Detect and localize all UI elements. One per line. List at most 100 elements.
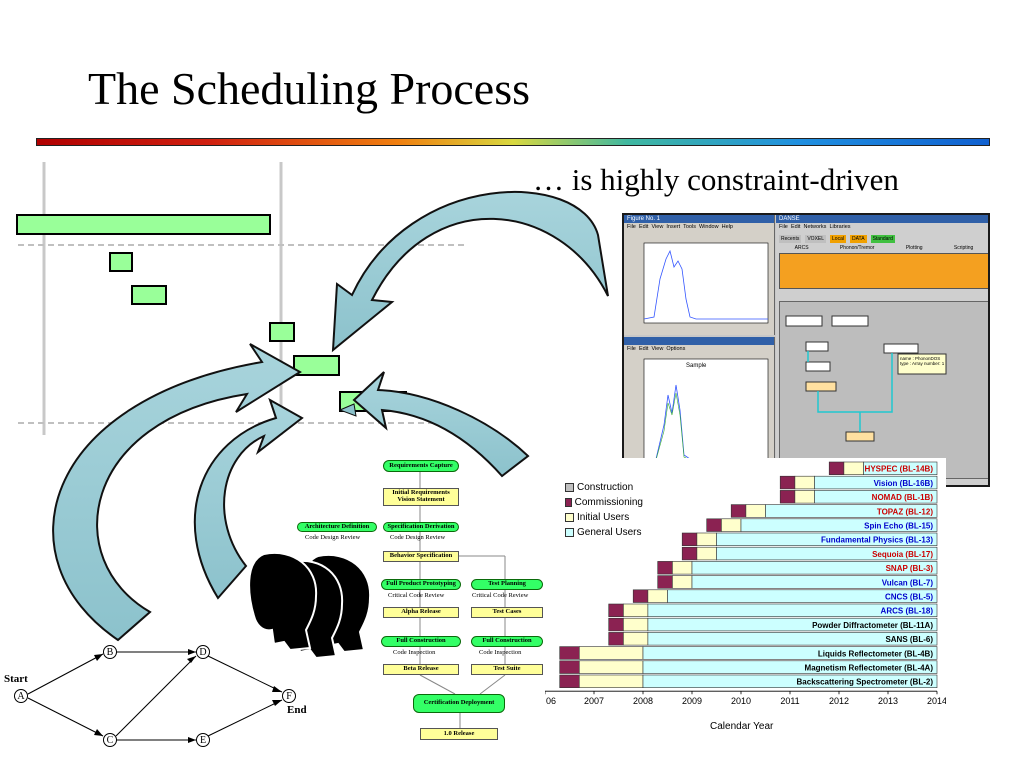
- bar-initial: [843, 461, 864, 475]
- bar-general: [691, 575, 938, 589]
- row-label: Sequoia (BL-17): [872, 550, 933, 559]
- legend-item-initial-users: Initial Users: [565, 512, 643, 523]
- tab-local[interactable]: Local: [830, 235, 846, 243]
- fc-certification-deployment: Certification Deployment: [413, 694, 505, 713]
- fc-alpha-release: Alpha Release: [383, 607, 459, 618]
- task-bar-2: [109, 252, 133, 272]
- x-tick-label: 2013: [878, 696, 898, 706]
- x-tick-label: 2010: [731, 696, 751, 706]
- figure-plot: [643, 242, 769, 324]
- task-bar-3: [131, 285, 167, 305]
- task-bar-5: [293, 355, 340, 376]
- tab-recents[interactable]: Recents: [779, 235, 802, 243]
- x-tick-label: 06: [546, 696, 556, 706]
- bar-commissioning: [608, 603, 624, 617]
- bar-commissioning: [559, 660, 580, 674]
- sample-plot: [643, 358, 769, 468]
- row-label: Spin Echo (BL-15): [864, 522, 933, 531]
- tab-voxel[interactable]: VOXEL: [805, 235, 827, 243]
- fc-code-design-review-2: Code Design Review: [390, 534, 446, 541]
- fc-test-planning: Test Planning: [471, 579, 543, 590]
- bar-initial: [623, 617, 649, 632]
- bar-initial: [578, 646, 644, 660]
- bar-commissioning: [608, 617, 624, 632]
- bar-general: [642, 646, 938, 660]
- fc-requirements-capture: Requirements Capture: [383, 460, 459, 472]
- bar-initial: [578, 660, 644, 674]
- arrow-from-people-2: [193, 397, 304, 600]
- x-axis-label: Calendar Year: [710, 721, 774, 732]
- row-label: Magnetism Reflectometer (BL-4A): [805, 664, 934, 673]
- app-window-title: DANSE: [776, 215, 988, 223]
- figure-window-title: Figure No. 1: [624, 215, 774, 223]
- row-label: Vision (BL-16B): [874, 479, 934, 488]
- activity-network: [27, 649, 283, 743]
- bar-initial: [672, 561, 693, 575]
- plot2-menu: File Edit View Options: [627, 346, 686, 352]
- slide-subtitle: … is highly constraint-driven: [533, 162, 899, 197]
- bar-commissioning: [559, 646, 580, 660]
- x-tick-label: 2009: [682, 696, 702, 706]
- tab-data[interactable]: DATA: [849, 235, 867, 243]
- figure-window: Figure No. 1 File Edit View Insert Tools…: [624, 215, 775, 335]
- fc-test-cases: Test Cases: [471, 607, 543, 618]
- network-node-a: A: [14, 689, 28, 703]
- bar-initial: [721, 518, 742, 532]
- fc-code-design-review-1: Code Design Review: [305, 534, 361, 541]
- bar-general: [765, 504, 938, 518]
- bar-initial: [623, 603, 649, 617]
- bar-general: [691, 561, 938, 575]
- bar-commissioning: [779, 490, 796, 504]
- row-label: Liquids Reflectometer (BL-4B): [818, 649, 933, 658]
- bar-general: [863, 461, 938, 475]
- bar-commissioning: [657, 575, 673, 589]
- fc-test-suite: Test Suite: [471, 664, 543, 675]
- bar-general: [647, 603, 938, 617]
- bar-general: [716, 532, 938, 546]
- fc-code-inspection-1: Code Inspection: [393, 649, 436, 656]
- fc-beta-release: Beta Release: [383, 664, 459, 675]
- slide-title: The Scheduling Process: [88, 63, 531, 114]
- bar-commissioning: [779, 475, 796, 490]
- figure-menu: File Edit View Insert Tools Window Help: [627, 224, 733, 230]
- fc-initial-requirements: Initial Requirements Vision Statement: [383, 488, 459, 506]
- beamline-schedule-chart: HYSPEC (BL-14B)Vision (BL-16B)NOMAD (BL-…: [545, 458, 946, 738]
- bar-commissioning: [828, 461, 845, 475]
- network-node-c: C: [103, 733, 117, 747]
- fc-architecture-definition: Architecture Definition: [297, 522, 377, 532]
- chart-legend: Construction Commissioning Initial Users…: [565, 482, 643, 538]
- app-palette: [779, 253, 988, 289]
- legend-item-construction: Construction: [565, 482, 643, 493]
- bar-commissioning: [681, 546, 698, 561]
- row-label: HYSPEC (BL-14B): [865, 465, 934, 474]
- bar-initial: [696, 546, 717, 561]
- bar-commissioning: [681, 532, 698, 546]
- row-label: TOPAZ (BL-12): [877, 507, 933, 516]
- bar-commissioning: [632, 589, 649, 603]
- fc-behavior-specification: Behavior Specification: [383, 551, 459, 562]
- title-divider: [36, 138, 990, 146]
- node-info-tooltip: name : PhononDOS type : Array number: 1: [900, 356, 945, 366]
- bar-initial: [745, 504, 766, 518]
- bar-general: [667, 589, 938, 603]
- row-label: Fundamental Physics (BL-13): [821, 536, 933, 545]
- people-silhouette-icon: [248, 551, 372, 660]
- bar-commissioning: [657, 561, 673, 575]
- row-label: SANS (BL-6): [885, 635, 933, 644]
- bar-commissioning: [608, 632, 624, 646]
- bar-commissioning: [706, 518, 722, 532]
- bar-general: [647, 632, 938, 646]
- bar-initial: [623, 632, 649, 646]
- task-bar-4: [269, 322, 295, 342]
- task-bars-grid: [18, 162, 465, 435]
- tab-standard[interactable]: Standard: [870, 235, 895, 243]
- bar-general: [647, 617, 938, 632]
- x-tick-label: 2008: [633, 696, 653, 706]
- fc-full-construction-2: Full Construction: [471, 636, 543, 647]
- bar-initial: [578, 674, 644, 688]
- x-tick-label: 2014: [927, 696, 946, 706]
- network-node-b: B: [103, 645, 117, 659]
- x-tick-label: 2011: [780, 696, 799, 706]
- legend-item-general-users: General Users: [565, 527, 643, 538]
